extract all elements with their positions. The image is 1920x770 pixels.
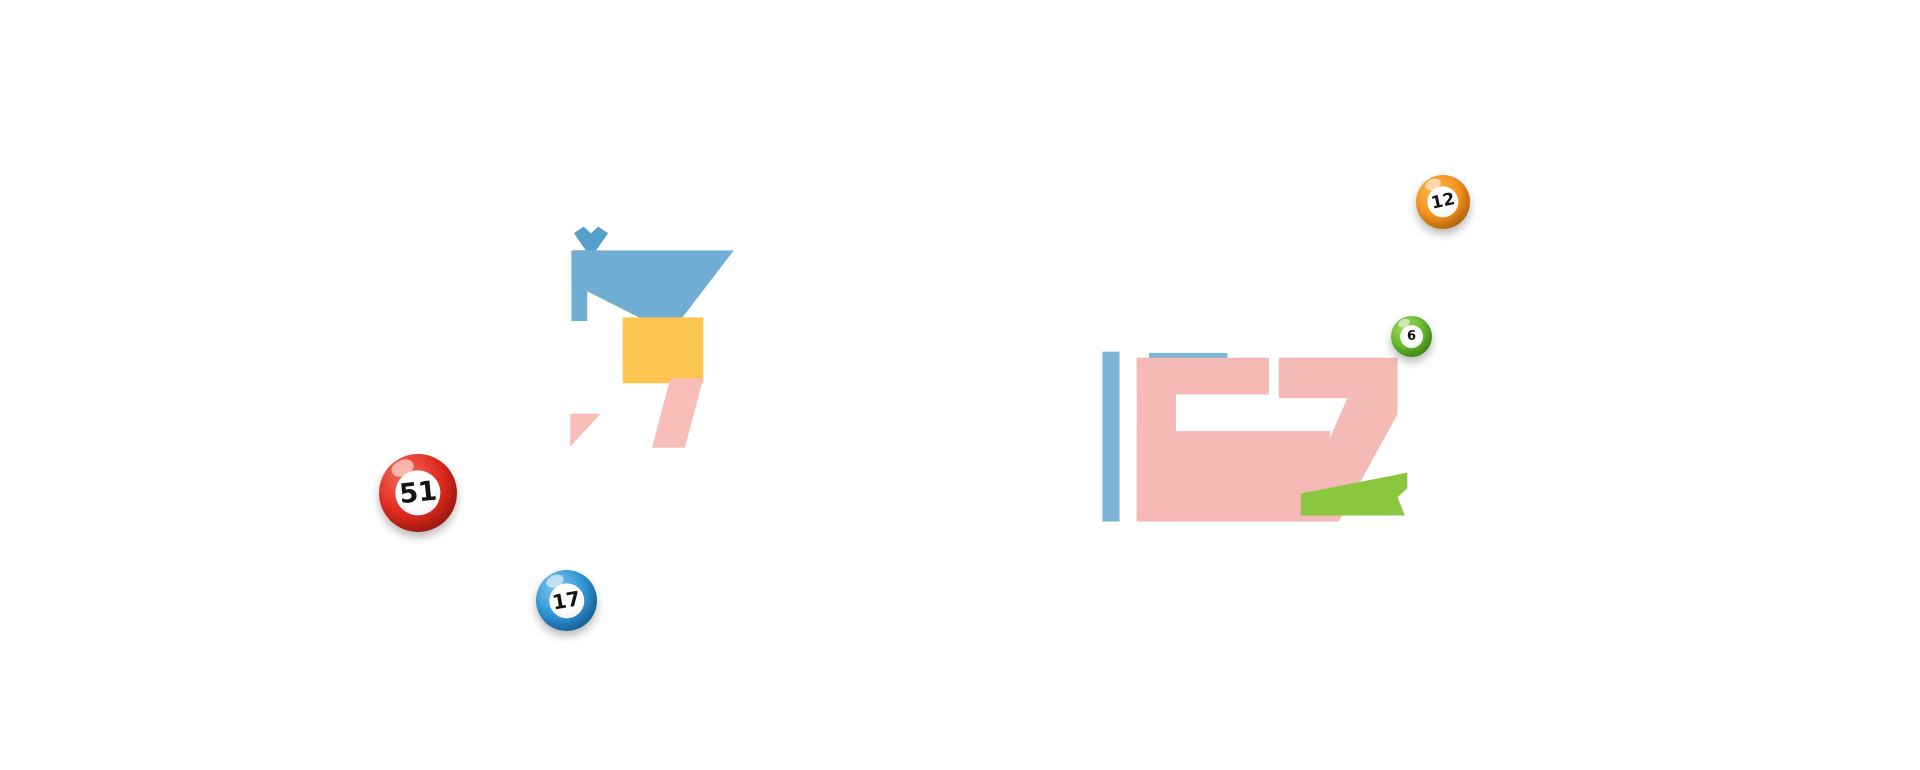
brand-digit2-top-shape — [1278, 357, 1398, 399]
bingo-ball-face: 12 — [1427, 186, 1459, 218]
bingo-ball-face: 17 — [548, 582, 585, 619]
bird-tail-small-shape — [570, 413, 601, 447]
bingo-ball-face: 51 — [395, 470, 441, 516]
bingo-ball-red: 51 — [379, 454, 457, 532]
brand-letter-block-shape — [1136, 431, 1331, 522]
bingo-ball-green: 6 — [1391, 316, 1432, 357]
ball-number: 12 — [1429, 189, 1457, 214]
bird-head-shape — [573, 226, 609, 258]
brand-bar-shape — [1102, 351, 1120, 522]
brand-underline-swoosh-shape — [1300, 472, 1408, 516]
bingo-ball-orange: 12 — [1416, 175, 1470, 229]
bird-tail-shape — [652, 378, 704, 448]
bingo-ball-blue: 17 — [536, 570, 597, 631]
ball-number: 6 — [1406, 328, 1417, 344]
bingo-ball-face: 6 — [1399, 324, 1424, 349]
decorative-brand-logo — [1102, 351, 1408, 522]
bird-body-shape — [622, 317, 704, 384]
ball-number: 51 — [397, 475, 439, 511]
ball-number: 17 — [550, 586, 583, 615]
decorative-bird-logo — [570, 226, 734, 448]
bird-wing-shape — [571, 250, 734, 334]
